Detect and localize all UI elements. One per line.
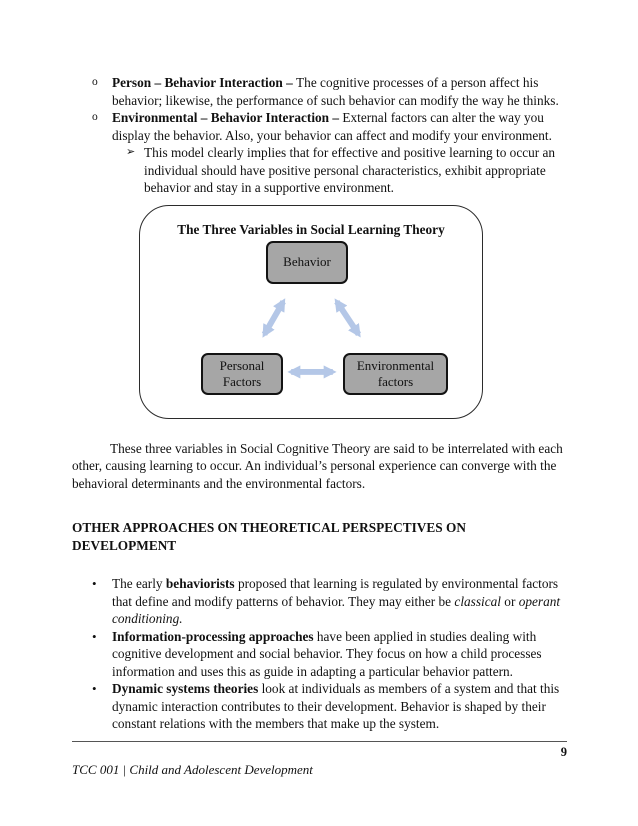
list-item: o Person – Behavior Interaction – The co…: [72, 74, 567, 109]
section-heading: OTHER APPROACHES ON THEORETICAL PERSPECT…: [72, 520, 466, 553]
double-arrow-personal-behavior: [261, 297, 286, 338]
page-footer: 9 TCC 001 | Child and Adolescent Develop…: [72, 741, 567, 779]
double-arrow-behavior-environmental: [334, 297, 362, 338]
behavior-box: Behavior: [266, 240, 348, 284]
list-item: • Dynamic systems theories look at indiv…: [72, 680, 567, 733]
diagram-title: The Three Variables in Social Learning T…: [177, 221, 445, 237]
disc-bullet-marker: •: [92, 681, 97, 696]
list-item: • The early behaviorists proposed that l…: [72, 575, 567, 628]
page-content: o Person – Behavior Interaction – The co…: [72, 74, 567, 733]
list-item-text: Dynamic systems theories look at individ…: [112, 681, 560, 731]
page-number: 9: [560, 745, 567, 759]
list-item-text: Person – Behavior Interaction – The cogn…: [112, 75, 559, 108]
other-approaches-bullet-list: • The early behaviorists proposed that l…: [72, 575, 567, 733]
list-item-text: Information-processing approaches have b…: [112, 628, 542, 679]
footer-course-label: TCC 001 | Child and Adolescent Developme…: [72, 762, 313, 777]
body-paragraph: These three variables in Social Cognitiv…: [72, 440, 563, 491]
list-item: o Environmental – Behavior Interaction –…: [72, 109, 567, 144]
sub-list-item: ➢ This model clearly implies that for ef…: [72, 144, 567, 197]
circle-bullet-marker: o: [92, 111, 98, 123]
list-item-text: The early behaviorists proposed that lea…: [112, 576, 561, 626]
arrowhead-bullet-marker: ➢: [126, 146, 136, 158]
disc-bullet-marker: •: [92, 628, 97, 644]
list-item: • Information-processing approaches have…: [72, 628, 567, 681]
list-item-text: Environmental – Behavior Interaction – E…: [112, 110, 552, 143]
disc-bullet-marker: •: [92, 576, 97, 591]
interaction-bullet-list: o Person – Behavior Interaction – The co…: [72, 74, 567, 197]
circle-bullet-marker: o: [92, 76, 98, 88]
sub-list-item-text: This model clearly implies that for effe…: [144, 145, 556, 195]
environmental-factors-box: Environmental factors: [343, 352, 448, 395]
personal-factors-box: Personal Factors: [201, 352, 283, 395]
diagram-arrows: [261, 297, 362, 378]
three-variables-diagram: The Three Variables in Social Learning T…: [139, 204, 483, 419]
